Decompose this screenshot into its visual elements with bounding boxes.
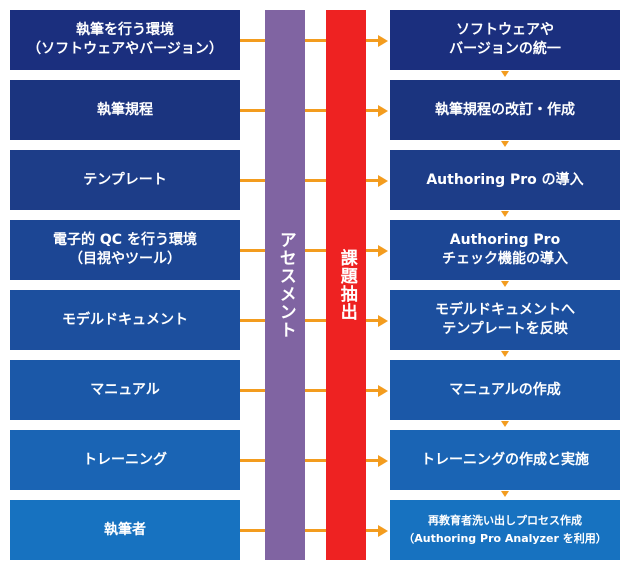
connector-right-0 [366, 39, 379, 42]
connector-right-4 [366, 319, 379, 322]
arrowhead-right-7 [378, 524, 388, 537]
connector-right-2 [366, 179, 379, 182]
connector-left-2 [240, 179, 265, 182]
down-arrow-1 [501, 141, 509, 147]
right-box-revise-rules: 執筆規程の改訂・作成 [390, 80, 620, 140]
down-arrow-4 [501, 351, 509, 357]
assessment-bar: アセスメント [265, 10, 305, 560]
arrowhead-right-4 [378, 314, 388, 327]
down-arrow-3 [501, 281, 509, 287]
arrowhead-right-5 [378, 384, 388, 397]
connector-right-7 [366, 529, 379, 532]
connector-left-3 [240, 249, 265, 252]
connector-left-5 [240, 389, 265, 392]
arrowhead-right-2 [378, 174, 388, 187]
connector-right-1 [366, 109, 379, 112]
arrowhead-right-0 [378, 34, 388, 47]
connector-mid-1 [305, 109, 326, 112]
left-box-training: トレーニング [10, 430, 240, 490]
arrowhead-right-1 [378, 104, 388, 117]
left-box-model-document: モデルドキュメント [10, 290, 240, 350]
right-box-training-execution: トレーニングの作成と実施 [390, 430, 620, 490]
left-box-author: 執筆者 [10, 500, 240, 560]
connector-mid-3 [305, 249, 326, 252]
left-box-template: テンプレート [10, 150, 240, 210]
connector-mid-5 [305, 389, 326, 392]
down-arrow-6 [501, 491, 509, 497]
connector-left-1 [240, 109, 265, 112]
connector-left-0 [240, 39, 265, 42]
assessment-label: アセスメント [275, 231, 296, 339]
connector-left-7 [240, 529, 265, 532]
connector-left-4 [240, 319, 265, 322]
down-arrow-2 [501, 211, 509, 217]
right-box-check-function: Authoring Pro チェック機能の導入 [390, 220, 620, 280]
connector-mid-2 [305, 179, 326, 182]
right-box-introduce-authoring-pro: Authoring Pro の導入 [390, 150, 620, 210]
arrowhead-right-3 [378, 244, 388, 257]
right-box-create-manual: マニュアルの作成 [390, 360, 620, 420]
left-box-writing-rules: 執筆規程 [10, 80, 240, 140]
connector-left-6 [240, 459, 265, 462]
down-arrow-5 [501, 421, 509, 427]
right-box-apply-template: モデルドキュメントへ テンプレートを反映 [390, 290, 620, 350]
connector-mid-7 [305, 529, 326, 532]
left-box-environment: 執筆を行う環境 （ソフトウェアやバージョン） [10, 10, 240, 70]
connector-mid-6 [305, 459, 326, 462]
right-box-unify-software: ソフトウェアや バージョンの統一 [390, 10, 620, 70]
connector-mid-0 [305, 39, 326, 42]
connector-right-5 [366, 389, 379, 392]
extraction-label: 課題抽出 [336, 249, 357, 321]
left-box-qc-environment: 電子的 QC を行う環境 （目視やツール） [10, 220, 240, 280]
connector-right-6 [366, 459, 379, 462]
right-box-retraining-process: 再教育者洗い出しプロセス作成 （Authoring Pro Analyzer を… [390, 500, 620, 560]
connector-right-3 [366, 249, 379, 252]
connector-mid-4 [305, 319, 326, 322]
left-box-manual: マニュアル [10, 360, 240, 420]
down-arrow-0 [501, 71, 509, 77]
extraction-bar: 課題抽出 [326, 10, 366, 560]
arrowhead-right-6 [378, 454, 388, 467]
